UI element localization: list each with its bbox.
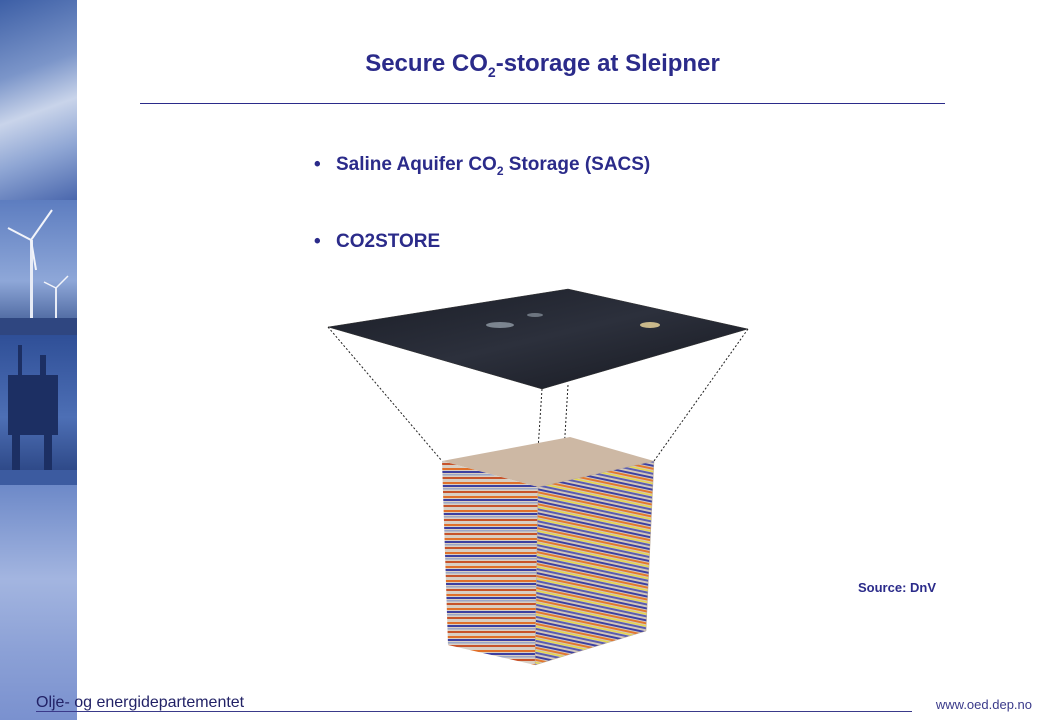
slide-title: Secure CO2-storage at Sleipner bbox=[140, 50, 945, 80]
bullet-dot: • bbox=[314, 154, 321, 175]
sea-photo bbox=[0, 485, 77, 720]
oil-platform-icon bbox=[0, 345, 77, 485]
source-caption: Source: DnV bbox=[858, 580, 937, 595]
title-suffix: -storage at Sleipner bbox=[495, 50, 720, 77]
bullet-text-subscript: 2 bbox=[496, 163, 504, 178]
title-prefix: Secure CO bbox=[365, 50, 488, 77]
seismic-cube-figure bbox=[320, 285, 760, 675]
bullet-text-suffix: Storage (SACS) bbox=[503, 154, 651, 175]
title-divider bbox=[140, 103, 945, 104]
sky-photo bbox=[0, 0, 77, 200]
title-subscript: 2 bbox=[487, 63, 496, 80]
footer-divider bbox=[36, 711, 912, 712]
sidebar-photo-strip bbox=[0, 0, 77, 720]
bullet-sacs: • Saline Aquifer CO2 Storage (SACS) bbox=[314, 154, 650, 178]
footer-url[interactable]: www.oed.dep.no bbox=[935, 697, 1032, 712]
oil-platform-photo bbox=[0, 335, 77, 485]
bullet-co2store: • CO2STORE bbox=[314, 231, 440, 253]
wind-turbine-icon bbox=[0, 209, 77, 335]
bullet-text-prefix: CO2STORE bbox=[336, 231, 441, 252]
footer-organization: Olje- og energidepartementet bbox=[36, 694, 245, 711]
bullet-text-prefix: Saline Aquifer CO bbox=[336, 154, 497, 175]
seismic-cube-illustration bbox=[327, 288, 749, 666]
wind-turbine-photo bbox=[0, 200, 77, 335]
bullet-dot: • bbox=[314, 231, 321, 252]
